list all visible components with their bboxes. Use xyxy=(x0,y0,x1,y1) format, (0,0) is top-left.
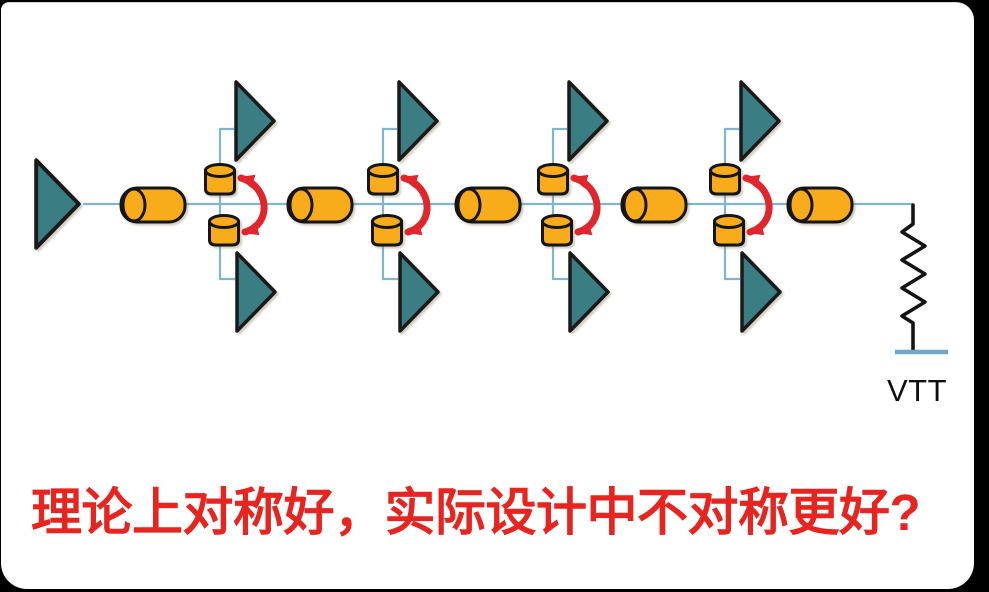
transmission-line-segment-2 xyxy=(286,186,354,224)
series-element-bottom xyxy=(541,214,573,247)
swap-arrow-icon xyxy=(400,174,431,236)
tap-group-4 xyxy=(709,80,782,333)
series-element-bottom xyxy=(208,214,240,247)
transmission-line-segment-4 xyxy=(620,186,688,224)
transmission-line-segment-1 xyxy=(119,186,187,224)
series-element-top xyxy=(709,163,741,196)
series-element-bottom xyxy=(371,214,403,247)
receiver-buffer-bottom-icon xyxy=(235,251,277,333)
receiver-buffer-bottom-icon xyxy=(568,251,610,333)
transmission-line-segment-3 xyxy=(454,186,522,224)
tap-group-1 xyxy=(204,80,277,333)
swap-arrow-icon xyxy=(742,174,773,236)
termination-resistor-icon xyxy=(900,203,927,353)
caption-text: 理论上对称好，实际设计中不对称更好? xyxy=(31,484,921,541)
receiver-buffer-bottom-icon xyxy=(740,251,782,333)
series-element-top xyxy=(367,163,399,196)
tap-group-2 xyxy=(367,80,440,333)
vtt-label: VTT xyxy=(887,373,947,408)
receiver-buffer-top-icon xyxy=(739,80,781,162)
series-element-top xyxy=(204,163,236,196)
swap-arrow-icon xyxy=(570,174,601,236)
swap-arrow-icon xyxy=(237,174,268,236)
transmission-line-segment-5 xyxy=(786,186,854,224)
diagram-canvas xyxy=(1,2,974,589)
receiver-buffer-top-icon xyxy=(567,80,609,162)
receiver-buffer-bottom-icon xyxy=(398,251,440,333)
series-element-bottom xyxy=(713,214,745,247)
driver-buffer-icon xyxy=(36,160,79,248)
receiver-buffer-top-icon xyxy=(234,80,276,162)
tap-group-3 xyxy=(537,80,610,333)
receiver-buffer-top-icon xyxy=(397,80,439,162)
series-element-top xyxy=(537,163,569,196)
